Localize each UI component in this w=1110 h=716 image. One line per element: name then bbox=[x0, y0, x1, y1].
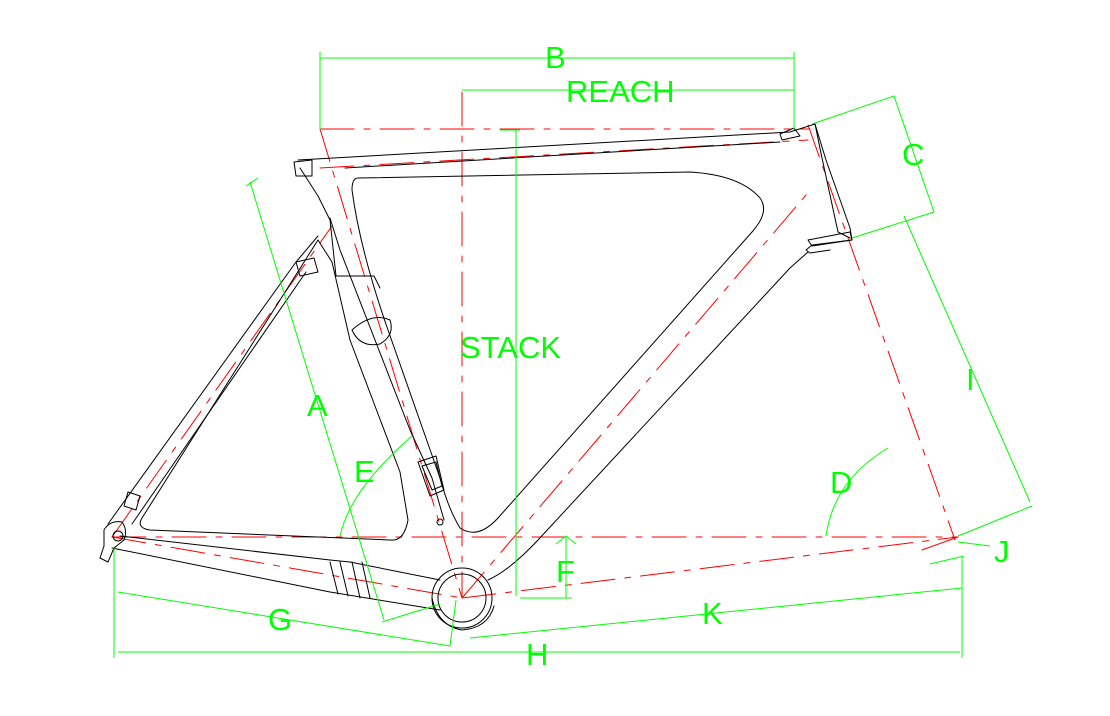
seatstay-outline bbox=[107, 235, 319, 525]
label-reach: REACH bbox=[566, 74, 675, 109]
fork-offset-centerline bbox=[921, 536, 959, 551]
top-tube-outline bbox=[297, 123, 851, 239]
head-tube-lower-cap bbox=[807, 231, 853, 247]
dimension-b-line bbox=[319, 52, 795, 130]
top-tube-lower-outline bbox=[344, 141, 781, 169]
main-triangle-inner bbox=[351, 171, 765, 533]
label-e: E bbox=[354, 454, 375, 489]
label-h: H bbox=[526, 637, 548, 672]
seatstay-brace bbox=[123, 491, 141, 511]
front-derailleur-mount bbox=[417, 455, 445, 497]
label-stack: STACK bbox=[460, 330, 561, 365]
seat-cluster bbox=[293, 159, 313, 177]
label-i: I bbox=[966, 362, 975, 397]
seat-tube-waist bbox=[351, 317, 392, 346]
label-g: G bbox=[268, 602, 292, 637]
centerlines bbox=[111, 91, 959, 599]
label-a: A bbox=[307, 388, 328, 423]
dimension-g-line bbox=[113, 548, 457, 647]
label-c: C bbox=[902, 137, 924, 172]
dimension-i-line bbox=[903, 215, 1033, 537]
rear-triangle-inner bbox=[139, 239, 409, 541]
dimension-k-line bbox=[469, 587, 963, 639]
dimension-j-line bbox=[929, 541, 991, 565]
seatstay-inner bbox=[131, 271, 307, 525]
dimension-f-line bbox=[520, 535, 577, 599]
label-j: J bbox=[994, 534, 1010, 569]
bottom-bracket-inner bbox=[437, 573, 487, 623]
down-tube-outline bbox=[487, 251, 809, 581]
dimension-lines bbox=[113, 52, 1033, 658]
label-b: B bbox=[545, 40, 566, 75]
top-tube-upper-centerline bbox=[319, 139, 809, 169]
dimension-a-line bbox=[245, 177, 441, 623]
front-center-centerline bbox=[461, 536, 959, 599]
chainstay-drop-centerline bbox=[111, 536, 463, 599]
bike-frame-outline bbox=[99, 123, 853, 631]
chainstay-outline bbox=[119, 535, 441, 581]
front-derailleur-mount-inner bbox=[421, 461, 443, 491]
head-tube-centerline bbox=[807, 124, 956, 541]
dimension-labels: B REACH C STACK I A E D J F K G H bbox=[268, 40, 1010, 672]
label-k: K bbox=[702, 596, 723, 631]
head-tube-cap bbox=[779, 127, 801, 141]
seatstay-bridge bbox=[295, 257, 319, 277]
dimension-h-line bbox=[113, 556, 963, 658]
seatstay-centerline bbox=[111, 225, 333, 538]
seat-tube-outline bbox=[299, 167, 381, 289]
chainstay-lower-outline bbox=[111, 547, 441, 611]
dimension-d-line bbox=[825, 447, 889, 537]
seat-tube-centerline bbox=[319, 128, 463, 599]
bottom-bracket-flange bbox=[431, 597, 495, 631]
down-tube-bolt bbox=[436, 518, 444, 526]
seat-tube-front bbox=[329, 217, 445, 521]
chainstay-bridge bbox=[329, 561, 371, 599]
down-tube-centerline bbox=[461, 187, 813, 599]
dimension-e-line bbox=[339, 435, 413, 537]
dimension-c-line bbox=[811, 95, 935, 239]
label-f: F bbox=[556, 554, 575, 589]
rear-dropout bbox=[99, 521, 127, 563]
dimension-stack-line bbox=[500, 129, 520, 596]
label-d: D bbox=[830, 465, 852, 500]
rear-axle bbox=[112, 530, 124, 542]
